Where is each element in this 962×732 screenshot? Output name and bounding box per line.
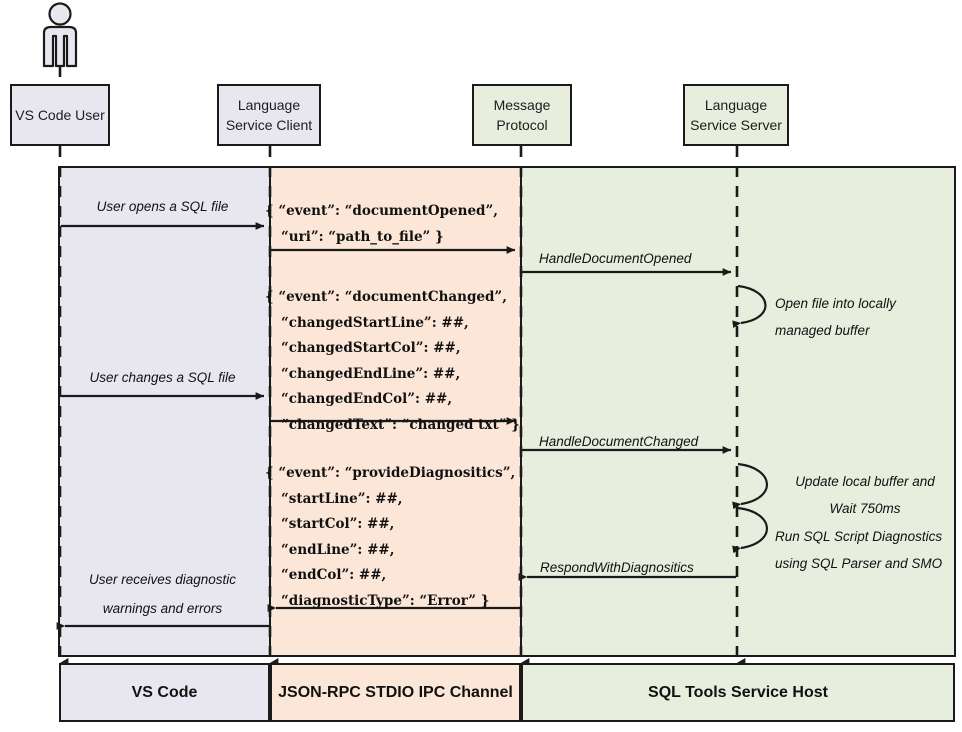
payload-document-opened-line-1: “uri”: “path_to_file” }: [281, 228, 444, 245]
footer-service-host-label: SQL Tools Service Host: [648, 683, 828, 701]
payload-provide-diagnositics-line-5: “diagnosticType”: “Error” }: [281, 592, 490, 609]
participant-vscode-user[interactable]: VS Code User: [10, 84, 110, 146]
participant-vscode-user-label: VS Code User: [15, 107, 105, 123]
payload-provide-diagnositics-line-0: { “event”: “provideDiagnositics”,: [265, 465, 516, 481]
lane-ipc: [269, 166, 522, 657]
note-run-diagnostics-line1: Run SQL Script Diagnostics: [775, 529, 943, 544]
note-open-file-line1: Open file into locally: [775, 296, 896, 311]
footer-sql-tools-service-host[interactable]: SQL Tools Service Host: [521, 663, 955, 722]
note-run-sql-script-diagnostics: Run SQL Script Diagnostics using SQL Par…: [775, 523, 942, 577]
label-user-opens-sql-file: User opens a SQL file: [96, 199, 229, 214]
self-call-run-diagnostics: [732, 506, 768, 554]
payload-provide-diagnositics-line-1: “startLine”: ##,: [281, 490, 403, 507]
participant-message-protocol[interactable]: Message Protocol: [472, 84, 572, 146]
participant-language-service-client-line1: Language: [237, 97, 301, 113]
payload-document-changed-line-4: “changedEndCol”: ##,: [281, 391, 453, 407]
payload-document-changed-line-1: “changedStartLine”: ##,: [281, 314, 469, 331]
payload-provide-diagnositics-line-3: “endLine”: ##,: [281, 541, 395, 558]
participant-language-service-client-line2: Service Client: [225, 117, 313, 133]
label-user-receives-diagnostic-line2: warnings and errors: [102, 601, 223, 616]
participant-language-service-client[interactable]: Language Service Client: [217, 84, 321, 146]
payload-document-changed-line-3: “changedEndLine”: ##,: [281, 365, 461, 382]
participant-language-service-server-line2: Service Server: [690, 117, 782, 133]
note-run-diagnostics-line2: using SQL Parser and SMO: [775, 556, 943, 571]
payload-document-changed-line-5: “changedText”: “changed txt” }: [281, 416, 520, 433]
payload-provide-diagnositics-line-4: “endCol”: ##,: [281, 567, 387, 583]
note-update-buffer-wait: Update local buffer and Wait 750ms: [775, 468, 955, 522]
participant-message-protocol-line2: Protocol: [496, 117, 548, 133]
payload-document-changed: { “event”: “documentChanged”, “changedSt…: [265, 285, 520, 438]
participant-message-protocol-line1: Message: [493, 97, 551, 113]
label-user-changes-sql-file: User changes a SQL file: [89, 370, 236, 385]
label-respond-with-diagnositics: RespondWithDiagnositics: [540, 560, 694, 575]
footer-vscode-label: VS Code: [131, 683, 198, 701]
participant-language-service-server-line1: Language: [704, 97, 768, 113]
payload-document-changed-line-0: { “event”: “documentChanged”,: [265, 289, 507, 305]
label-handle-document-opened: HandleDocumentOpened: [539, 251, 692, 266]
payload-provide-diagnositics: { “event”: “provideDiagnositics”, “start…: [265, 461, 515, 614]
self-call-update-buffer-wait: [732, 462, 768, 510]
footer-ipc-channel[interactable]: JSON-RPC STDIO IPC Channel: [270, 663, 521, 722]
label-handle-document-changed: HandleDocumentChanged: [539, 434, 699, 449]
payload-document-opened: { “event”: “documentOpened”, “uri”: “pat…: [265, 199, 498, 250]
participant-language-service-server[interactable]: Language Service Server: [683, 84, 789, 146]
payload-provide-diagnositics-line-2: “startCol”: ##,: [281, 516, 395, 532]
label-user-receives-diagnostic-line1: User receives diagnostic: [88, 572, 237, 587]
note-open-file-into-buffer: Open file into locally managed buffer: [775, 290, 896, 344]
footer-vscode[interactable]: VS Code: [59, 663, 270, 722]
person-icon: [42, 2, 78, 68]
lane-vscode: [58, 166, 271, 657]
note-update-buffer-line2: Wait 750ms: [829, 501, 901, 516]
note-update-buffer-line1: Update local buffer and: [795, 474, 935, 489]
self-call-open-file-buffer: [732, 284, 767, 329]
payload-document-changed-line-2: “changedStartCol”: ##,: [281, 340, 461, 356]
payload-document-opened-line-0: { “event”: “documentOpened”,: [265, 203, 498, 219]
footer-ipc-label: JSON-RPC STDIO IPC Channel: [278, 683, 513, 701]
note-open-file-line2: managed buffer: [775, 323, 870, 338]
